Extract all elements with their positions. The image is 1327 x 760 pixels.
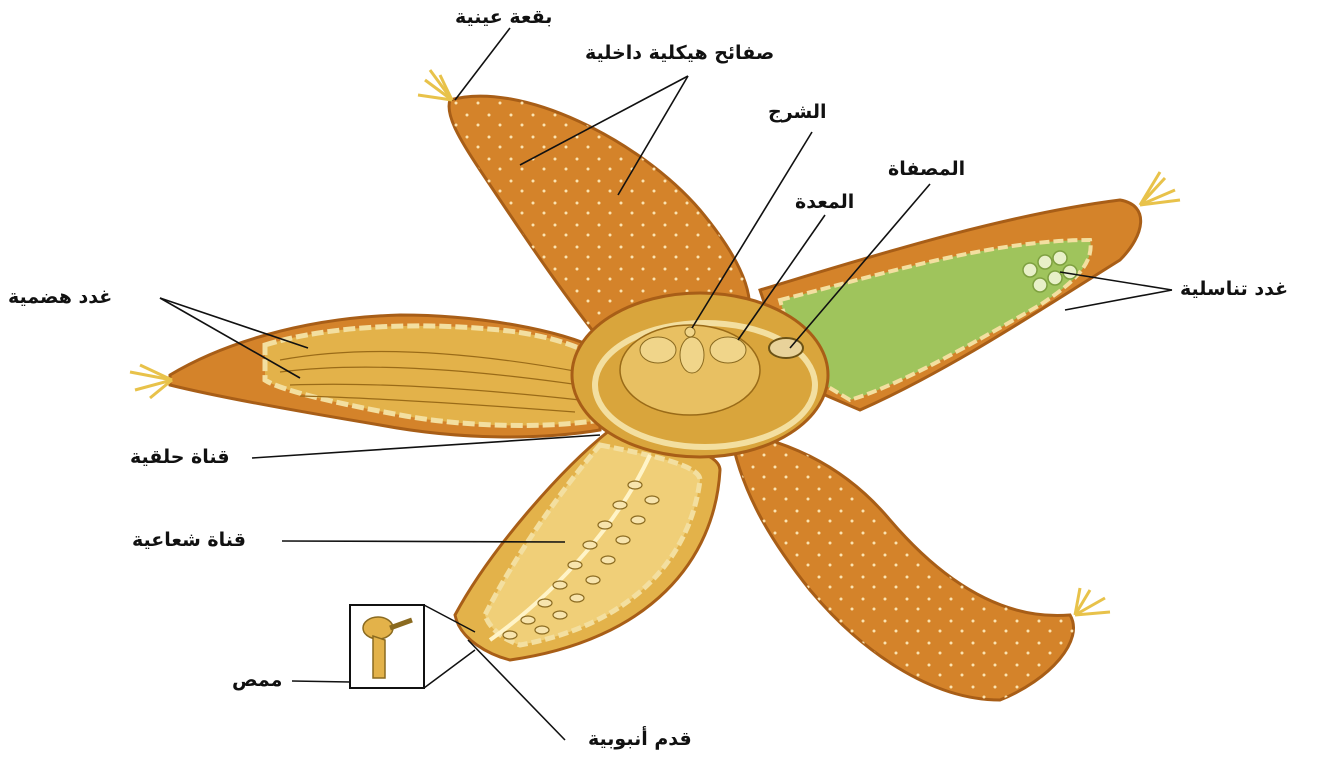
madreporite	[769, 338, 803, 358]
label-ring-canal: قناة حلقية	[130, 448, 230, 467]
leader-gonads-2	[1065, 290, 1172, 310]
label-gonads: غدد تناسلية	[1180, 280, 1288, 299]
central-disc	[572, 293, 828, 457]
arm-left-tip	[130, 365, 172, 398]
leader-radial-canal	[282, 541, 565, 542]
anus	[685, 327, 695, 337]
arm-left	[130, 315, 600, 437]
label-stomach: المعدة	[795, 193, 854, 212]
label-skeletal-plates: صفائح هيكلية داخلية	[585, 44, 774, 63]
arm-bottom-right-tip	[1075, 588, 1110, 615]
label-ampulla: ممص	[232, 671, 282, 690]
label-anus: الشرج	[768, 103, 827, 122]
label-radial-canal: قناة شعاعية	[132, 531, 246, 550]
arm-bottom-left	[455, 430, 720, 660]
label-eye-spot: بقعة عينية	[455, 8, 552, 27]
arm-bottom-right	[730, 430, 1110, 700]
leader-eye-spot	[455, 28, 510, 100]
arm-top-tip	[418, 70, 452, 100]
ampulla-bulb	[363, 617, 393, 639]
leader-ampulla	[292, 681, 350, 682]
label-tube-feet: قدم أنبوبية	[588, 730, 692, 749]
label-madreporite: المصفاة	[888, 160, 965, 179]
label-digestive-glands: غدد هضمية	[8, 288, 112, 307]
leader-ring-canal	[252, 435, 600, 458]
arm-right-top-tip	[1140, 172, 1180, 205]
